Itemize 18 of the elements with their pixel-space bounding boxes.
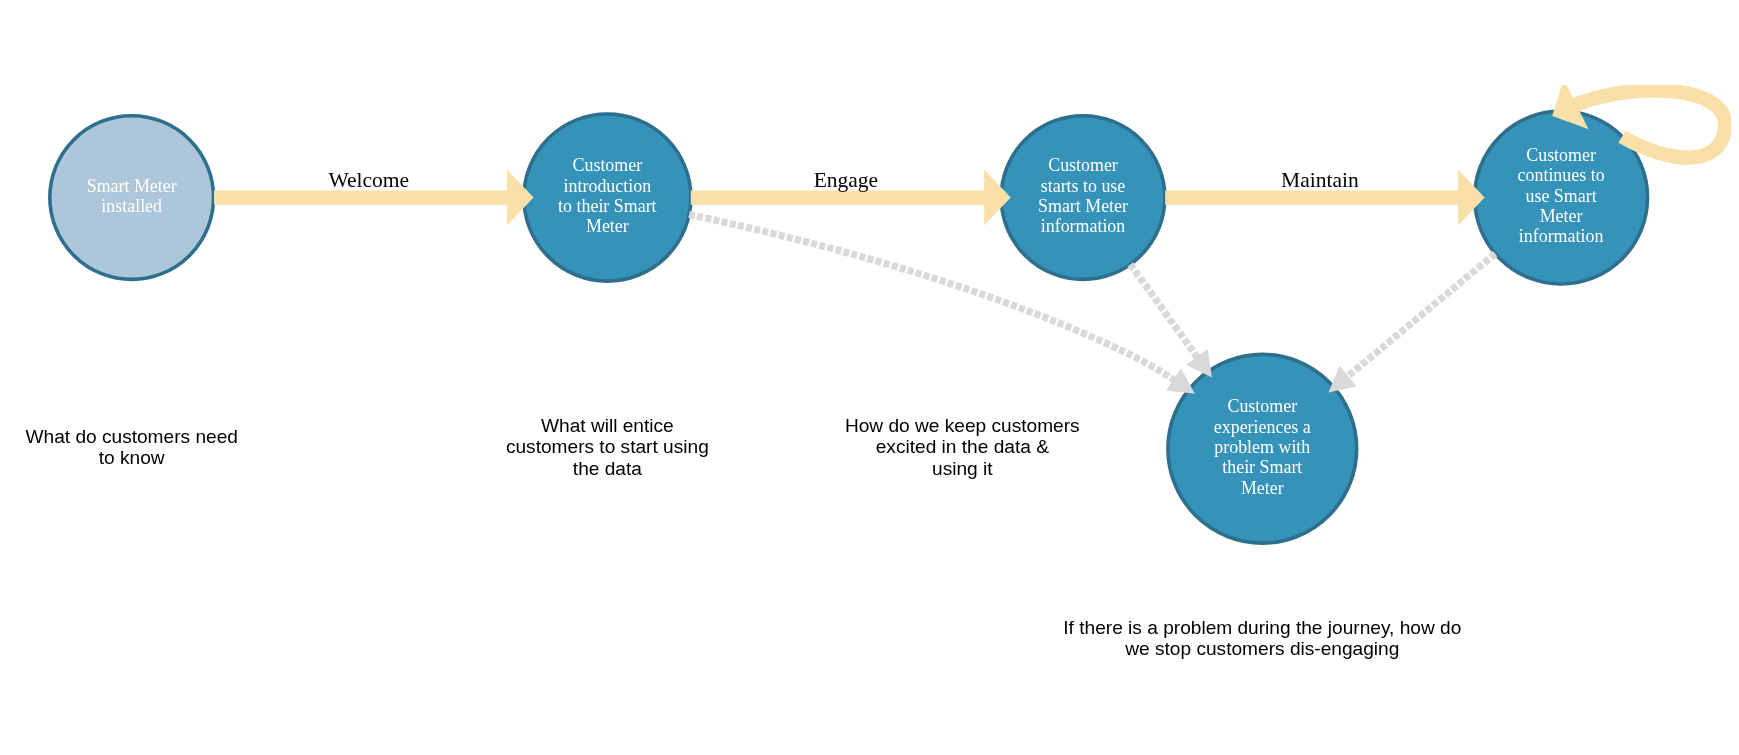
edge-label: Engage: [813, 167, 879, 192]
node-label: If there is a problem during the journey, how do we stop customers dis-engaging: [1063, 616, 1462, 659]
arrow: [688, 210, 1195, 394]
node-circle: Smart Meter installed: [48, 113, 216, 281]
edge-label: Maintain: [1281, 167, 1359, 192]
arrow: [214, 169, 534, 225]
node-circle: Customer continues to use Smart Meter information: [1472, 108, 1650, 286]
label: What do customers need to know: [25, 425, 238, 468]
node-circle: Customer introduction to their Smart Meter: [522, 111, 693, 283]
label: What will entice customers to start using the data: [505, 414, 709, 479]
node-circle: Customer starts to use Smart Meter information: [999, 113, 1167, 281]
arrow: [1127, 261, 1212, 378]
arrow: [1165, 169, 1485, 225]
arrow: [690, 169, 1011, 225]
arrow: [1552, 84, 1731, 165]
label: How do we keep customers excited in the data & using it: [844, 414, 1080, 479]
arrow: [1328, 250, 1498, 392]
edge-label: Welcome: [328, 167, 410, 192]
